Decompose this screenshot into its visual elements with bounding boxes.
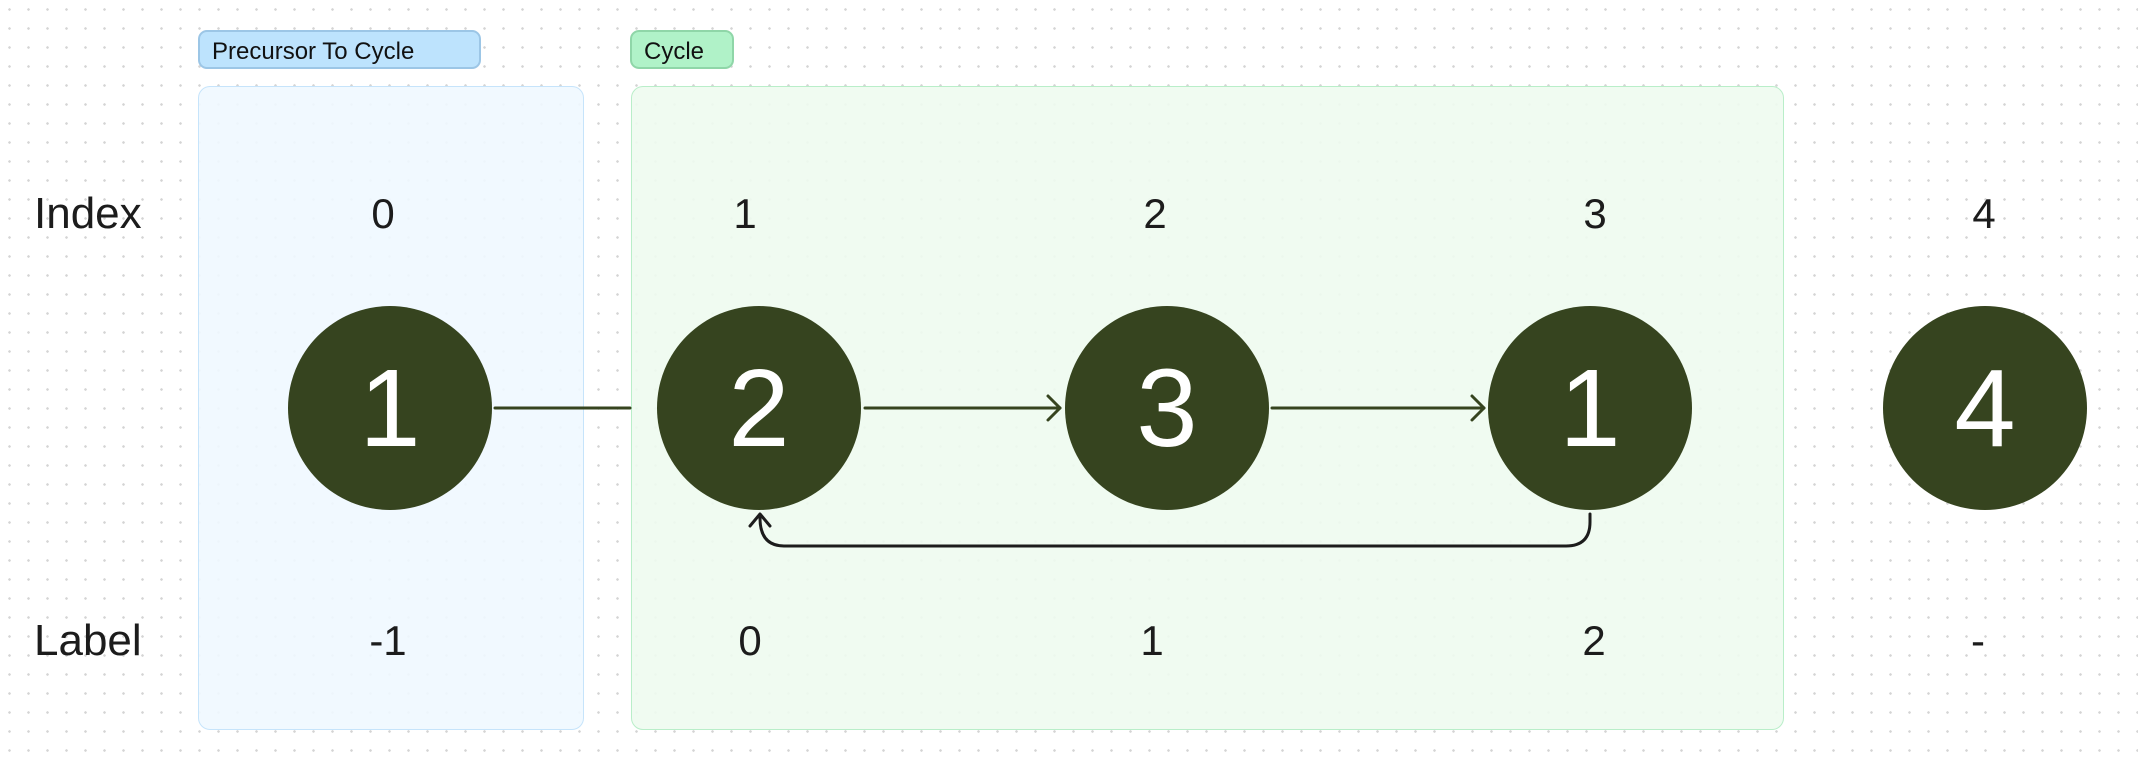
index-value: 4 bbox=[1972, 190, 1996, 237]
node-4: 4 bbox=[1883, 306, 2087, 510]
node-2: 3 bbox=[1065, 306, 1269, 510]
index-row-label: Index bbox=[34, 189, 142, 238]
arrowhead-icon bbox=[748, 512, 772, 528]
node-0: 1 bbox=[288, 306, 492, 510]
index-value: 3 bbox=[1583, 190, 1607, 237]
precursor-badge: Precursor To Cycle bbox=[198, 30, 481, 69]
index-value: 0 bbox=[371, 190, 395, 237]
label-row-label: Label bbox=[34, 616, 142, 665]
index-value: 2 bbox=[1143, 190, 1167, 237]
index-value: 1 bbox=[733, 190, 757, 237]
node-1: 2 bbox=[657, 306, 861, 510]
arrowhead-icon bbox=[1046, 394, 1062, 422]
label-value: 1 bbox=[1140, 617, 1164, 664]
arrowhead-icon bbox=[1470, 394, 1486, 422]
back-edge-3-1 bbox=[758, 512, 1592, 548]
cycle-badge: Cycle bbox=[630, 30, 734, 69]
label-value: -1 bbox=[369, 617, 407, 664]
label-value: - bbox=[1971, 617, 1985, 664]
node-3: 1 bbox=[1488, 306, 1692, 510]
label-value: 0 bbox=[738, 617, 762, 664]
label-value: 2 bbox=[1582, 617, 1606, 664]
